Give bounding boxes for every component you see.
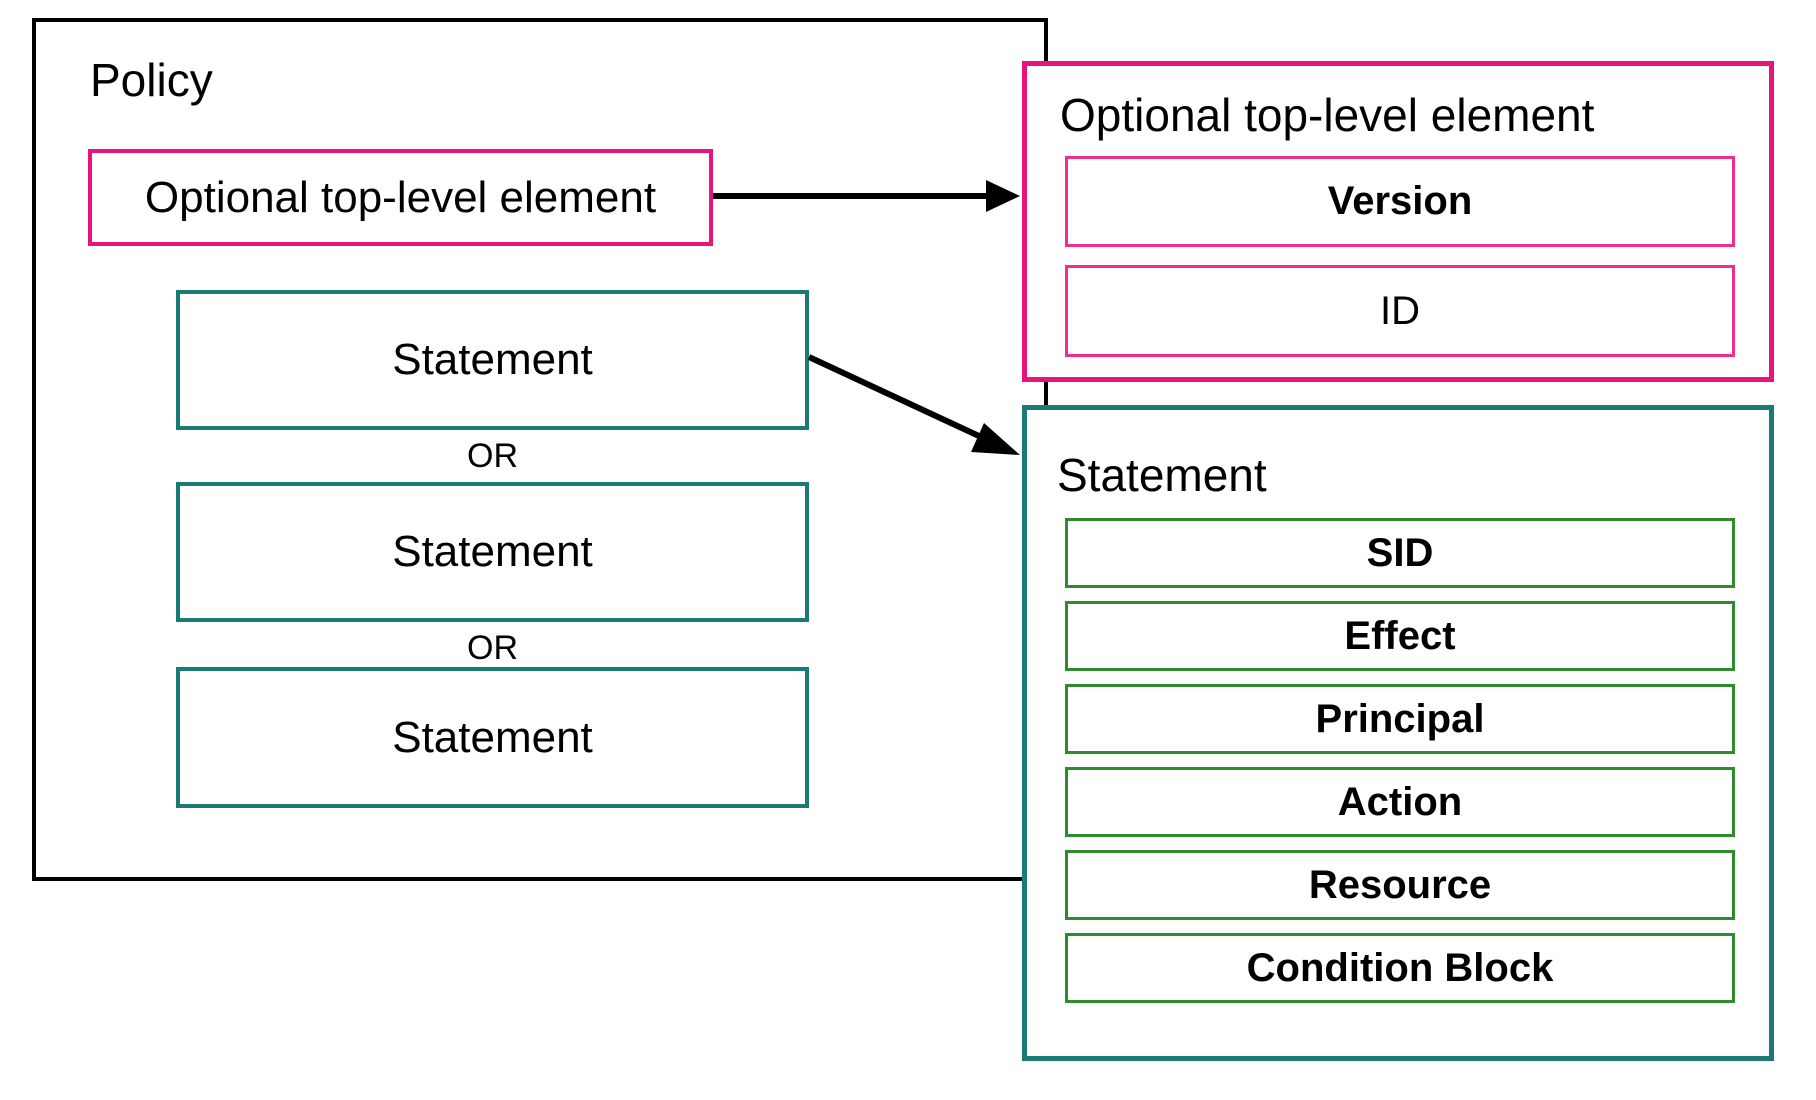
statement-panel-title: Statement: [1057, 449, 1267, 501]
sid-box: SID: [1065, 518, 1735, 588]
action-box: Action: [1065, 767, 1735, 837]
sid-label: SID: [1366, 530, 1434, 575]
optional-panel-title: Optional top-level element: [1060, 89, 1595, 141]
principal-label: Principal: [1315, 696, 1485, 741]
condition-block-box: Condition Block: [1065, 933, 1735, 1003]
or-separator-1: OR: [467, 437, 518, 475]
condition-block-label: Condition Block: [1246, 945, 1554, 990]
statement-box-1-label: Statement: [392, 335, 593, 384]
statement-box-2: Statement: [176, 482, 809, 622]
id-label: ID: [1380, 288, 1420, 333]
resource-box: Resource: [1065, 850, 1735, 920]
optional-top-level-element-label: Optional top-level element: [144, 172, 657, 222]
optional-top-level-element-box: Optional top-level element: [88, 149, 713, 246]
policy-title: Policy: [90, 54, 213, 106]
statement-box-3-label: Statement: [392, 712, 593, 762]
action-label: Action: [1337, 779, 1463, 824]
statement-detail-panel: Statement SID Effect Principal Action Re…: [1022, 405, 1774, 1061]
principal-box: Principal: [1065, 684, 1735, 754]
version-label: Version: [1327, 179, 1473, 223]
statement-box-2-label: Statement: [392, 527, 593, 576]
statement-box-3: Statement: [176, 667, 809, 808]
version-box: Version: [1065, 156, 1735, 247]
effect-label: Effect: [1344, 613, 1456, 658]
optional-top-level-panel: Optional top-level element Version ID: [1022, 61, 1774, 382]
statement-box-1: Statement: [176, 290, 809, 430]
id-box: ID: [1065, 265, 1735, 357]
or-separator-2: OR: [467, 629, 518, 667]
resource-label: Resource: [1308, 862, 1492, 907]
effect-box: Effect: [1065, 601, 1735, 671]
